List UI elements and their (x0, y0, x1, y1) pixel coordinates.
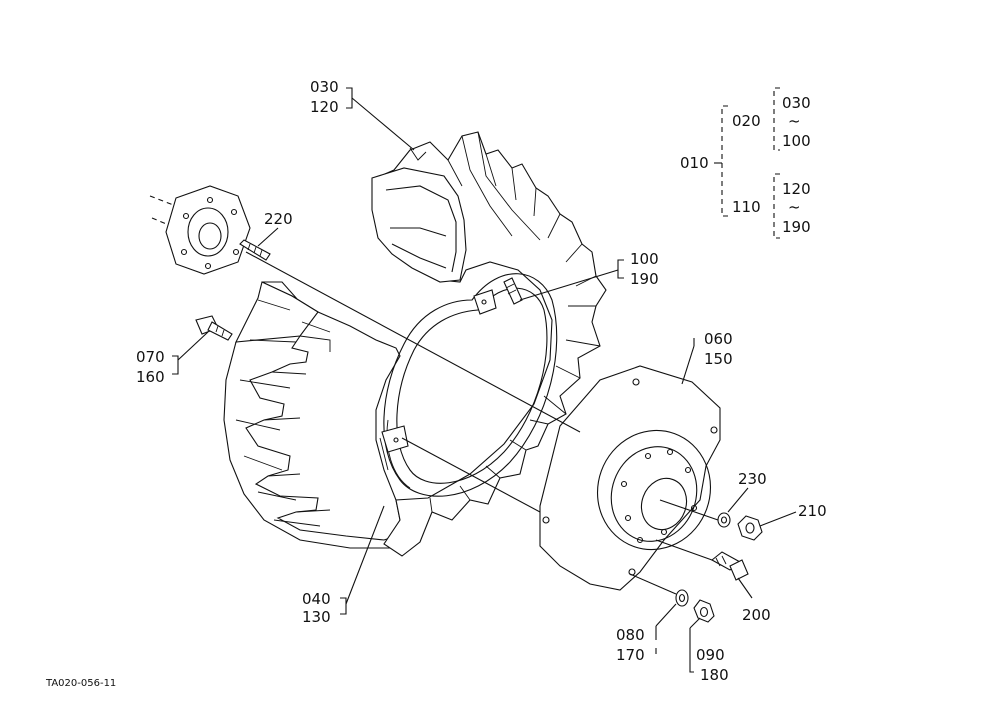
wheel-rim[interactable] (379, 273, 558, 497)
wheel-bolt-left[interactable] (195, 315, 233, 341)
callout-100-190[interactable]: 100 190 (630, 250, 659, 288)
svg-text:080: 080 (616, 626, 645, 644)
nut-090[interactable] (693, 599, 715, 623)
axis-line-upper (245, 251, 581, 433)
axis-line-washer (629, 573, 677, 595)
hub-flange[interactable] (149, 185, 251, 275)
washer-080[interactable] (675, 589, 689, 607)
tire-left-half[interactable] (223, 281, 401, 549)
svg-text:040: 040 (302, 590, 331, 608)
callout-040-130[interactable]: 040 130 (302, 590, 331, 626)
callout-220[interactable]: 220 (264, 210, 293, 228)
tree-group-b-from[interactable]: 120 (782, 180, 811, 198)
svg-text:130: 130 (302, 608, 331, 626)
callout-070-160[interactable]: 070 160 (136, 348, 165, 386)
svg-text:220: 220 (264, 210, 293, 228)
callout-080-170[interactable]: 080 170 (616, 626, 645, 664)
axis-line-bolt (655, 539, 713, 561)
svg-text:160: 160 (136, 368, 165, 386)
callout-230[interactable]: 230 (738, 470, 767, 488)
svg-text:090: 090 (696, 646, 725, 664)
svg-text:230: 230 (738, 470, 767, 488)
tree-group-a-tilde: ~ (788, 112, 801, 130)
svg-text:170: 170 (616, 646, 645, 664)
tree-root[interactable]: 010 (680, 154, 709, 172)
nut-210[interactable] (737, 515, 763, 541)
svg-text:120: 120 (310, 98, 339, 116)
tree-group-a-to[interactable]: 100 (782, 132, 811, 150)
washer-230[interactable] (717, 512, 731, 528)
callout-210[interactable]: 210 (798, 502, 827, 520)
tree-group-b-to[interactable]: 190 (782, 218, 811, 236)
svg-text:030: 030 (310, 78, 339, 96)
axis-line-nut (659, 499, 719, 521)
callout-060-150[interactable]: 060 150 (704, 330, 733, 368)
wheel-stud[interactable] (239, 239, 271, 261)
tree-group-b-tilde: ~ (788, 198, 801, 216)
svg-text:190: 190 (630, 270, 659, 288)
drawing-code: TA020-056-11 (45, 678, 116, 689)
callout-030-120[interactable]: 030 120 (310, 78, 339, 116)
tree-group-a-from[interactable]: 030 (782, 94, 811, 112)
tree-group-a-label[interactable]: 020 (732, 112, 761, 130)
axis-line-lower (401, 437, 541, 513)
tire-inner-liner[interactable] (371, 147, 467, 283)
svg-text:180: 180 (700, 666, 729, 684)
callout-090-180[interactable]: 090 180 (696, 646, 729, 684)
callout-200[interactable]: 200 (742, 606, 771, 624)
svg-text:200: 200 (742, 606, 771, 624)
wheel-disc[interactable] (539, 365, 727, 591)
svg-text:070: 070 (136, 348, 165, 366)
leader-lines (172, 87, 797, 673)
assembly-tree: 010 020 030 ~ 100 110 120 ~ 190 (680, 87, 811, 239)
tree-group-b-label[interactable]: 110 (732, 198, 761, 216)
bolt-200[interactable] (711, 551, 749, 581)
svg-text:100: 100 (630, 250, 659, 268)
svg-text:210: 210 (798, 502, 827, 520)
svg-text:150: 150 (704, 350, 733, 368)
svg-text:060: 060 (704, 330, 733, 348)
